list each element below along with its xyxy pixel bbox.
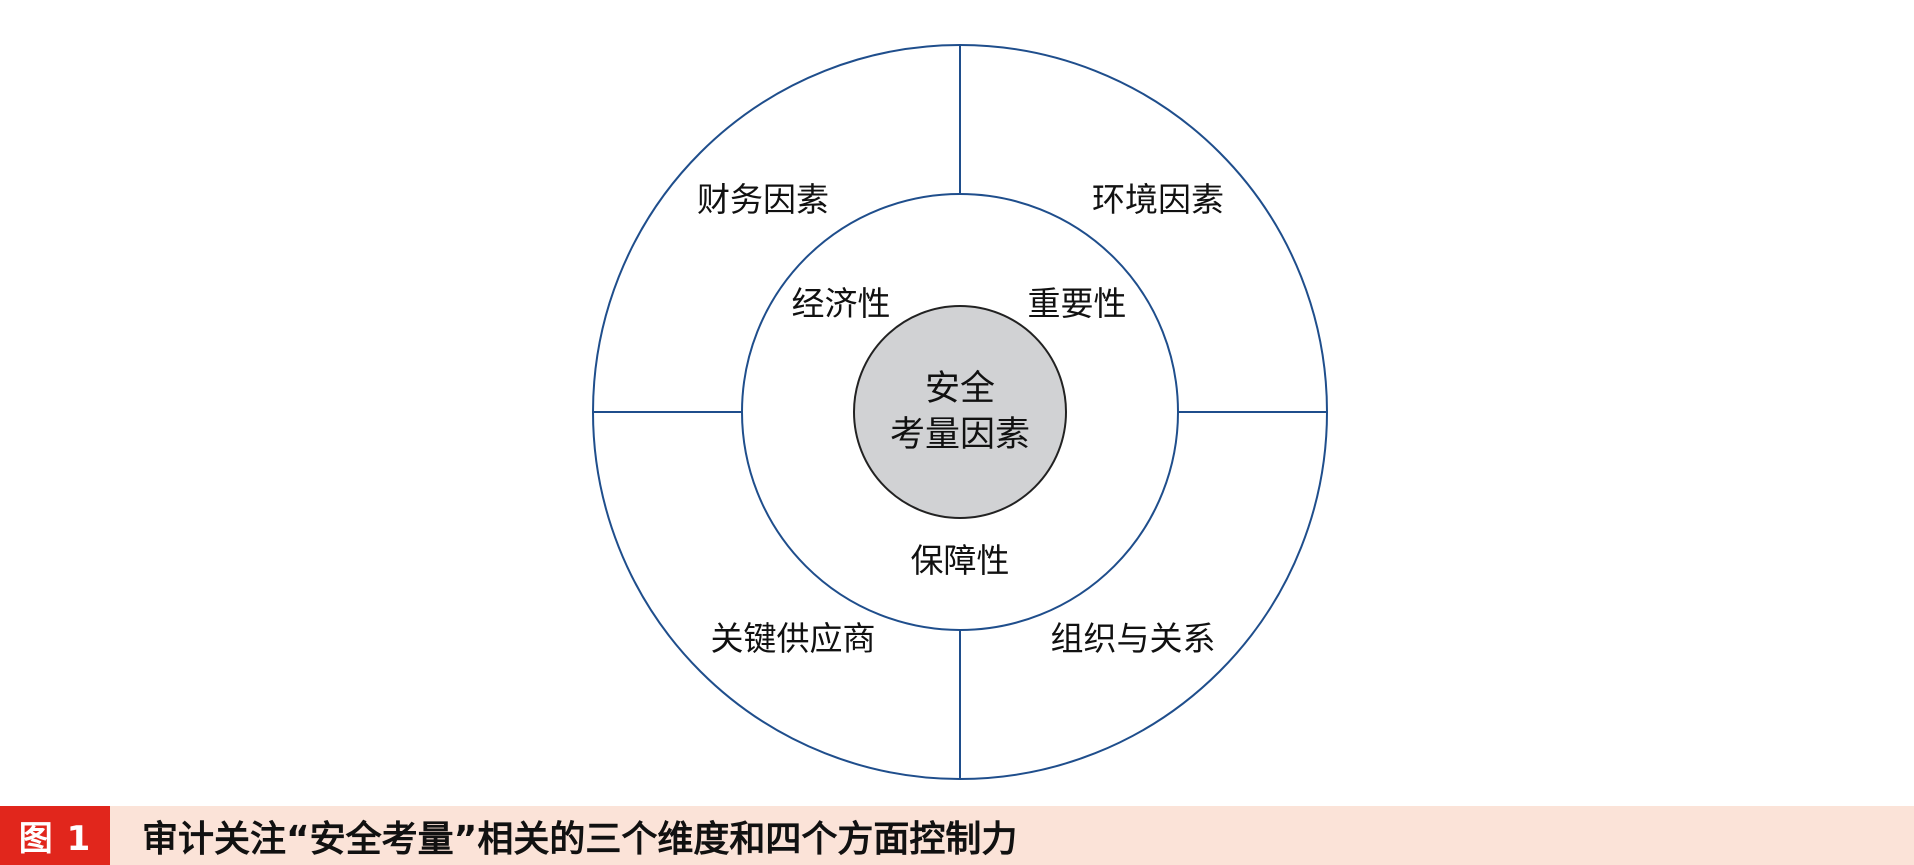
concentric-diagram: 安全 考量因素 经济性 重要性 保障性 财务因素 环境因素 关键供应商 组织与关… bbox=[592, 44, 1328, 780]
figure-number-tag: 图 1 bbox=[0, 806, 110, 865]
center-circle bbox=[853, 305, 1067, 519]
inner-label-assurance: 保障性 bbox=[911, 541, 1010, 580]
inner-label-economy: 经济性 bbox=[792, 284, 891, 323]
outer-label-key-suppliers: 关键供应商 bbox=[711, 619, 876, 658]
figure-caption-text: 审计关注“安全考量”相关的三个维度和四个方面控制力 bbox=[142, 818, 1018, 860]
center-label-line2: 考量因素 bbox=[890, 415, 1030, 455]
outer-label-organization: 组织与关系 bbox=[1051, 619, 1216, 658]
outer-label-financial: 财务因素 bbox=[697, 180, 829, 219]
center-label-line1: 安全 bbox=[925, 369, 995, 409]
outer-label-environment: 环境因素 bbox=[1092, 180, 1224, 219]
figure-caption-bar: 图 1 审计关注“安全考量”相关的三个维度和四个方面控制力 bbox=[0, 806, 1914, 865]
inner-label-importance: 重要性 bbox=[1028, 284, 1127, 323]
